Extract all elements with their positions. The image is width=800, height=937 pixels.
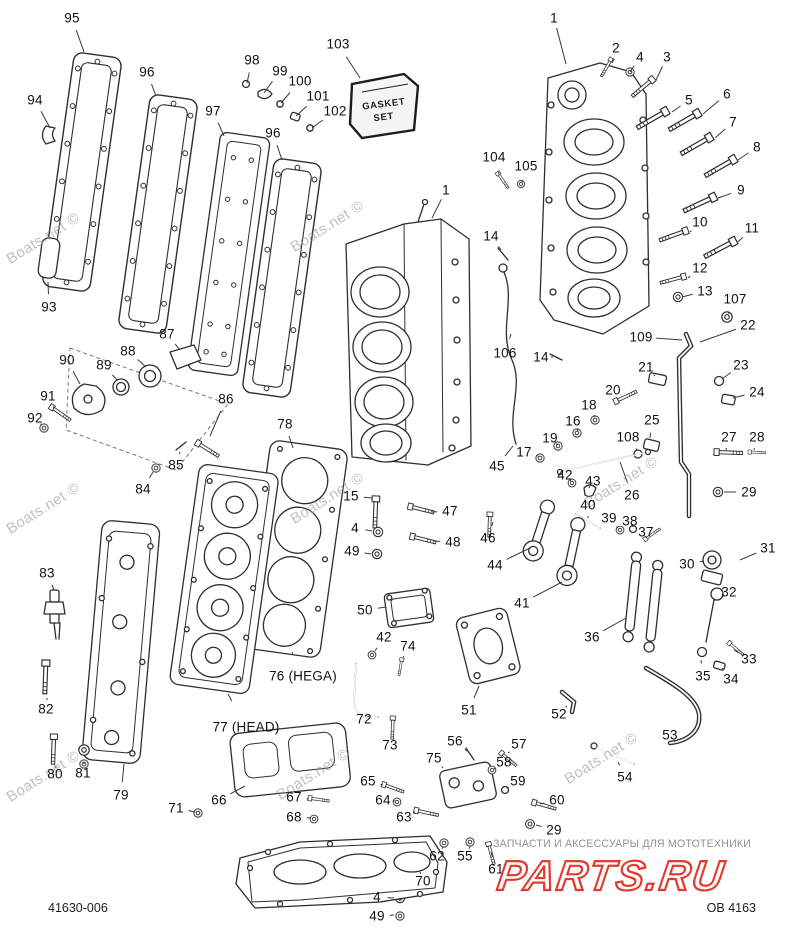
connecting-rod-44: [522, 499, 556, 562]
store-tagline: ЗАПЧАСТИ И АКСЕССУАРЫ ДЛЯ МОТОТЕХНИКИ: [493, 838, 752, 850]
exhaust-manifold-70: [235, 835, 448, 909]
parts-ru-logo: PARTS.RU: [494, 851, 730, 900]
gasket-set-label-line2: SET: [373, 111, 394, 124]
rod-pair-36: [622, 551, 664, 653]
inner-gasket-96: [117, 93, 199, 335]
sheet-code: OB 4163: [706, 901, 756, 915]
head-cover-gasket-66: [229, 722, 351, 798]
spark-plug-83: [43, 589, 66, 640]
breather-plate-51: [455, 607, 521, 685]
gasket-set-label-line1: GASKET: [362, 96, 406, 112]
left-bolts: [40, 659, 90, 769]
thermostat-group: [39, 344, 229, 473]
drawing-number: 41630-006: [48, 901, 108, 915]
inner-exhaust-cover: [383, 587, 435, 629]
bracket-75: [439, 761, 497, 809]
cylinder-block: [345, 198, 472, 466]
water-tube-assembly: [633, 331, 767, 519]
center-hardware: [353, 495, 438, 740]
baffle-plate-97: [187, 131, 271, 377]
cylinder-head: [169, 464, 279, 694]
connecting-rod-41: [556, 516, 586, 587]
gasket-set-box: GASKET SET: [348, 72, 420, 140]
crankcase-assembly: [539, 62, 650, 335]
linkage-hardware: [485, 388, 662, 543]
hoses-and-pipes: [559, 665, 702, 765]
small-fittings: [37, 79, 314, 279]
side-plate-79: [81, 520, 161, 764]
check-valve-assembly: [696, 550, 745, 671]
